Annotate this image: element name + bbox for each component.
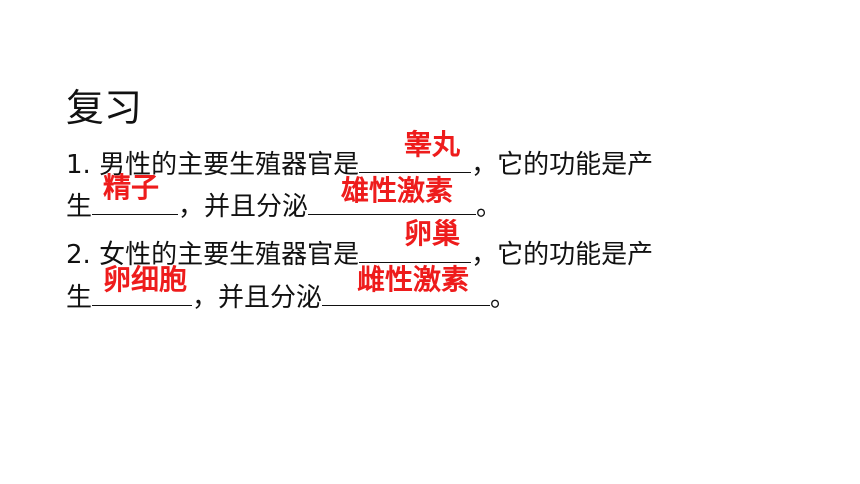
q2-answer-cell: 卵细胞 xyxy=(103,263,188,296)
q2-hormone-blank xyxy=(322,279,491,306)
q2-line1: 2. 女性的主要生殖器官是 ，它的功能是产 xyxy=(66,236,653,271)
q1-number: 1. xyxy=(66,150,91,180)
q1-text-part5: 。 xyxy=(476,192,503,222)
q2-text-part2: ，它的功能是产 xyxy=(471,240,654,270)
q1-text-part3: 生 xyxy=(66,192,93,222)
q2-text-part5: 。 xyxy=(490,283,517,313)
q2-number: 2. xyxy=(66,240,91,270)
q1-text-part4: ，并且分泌 xyxy=(178,192,309,222)
q1-answer-cell: 精子 xyxy=(103,171,160,204)
q2-text-part1: 女性的主要生殖器官是 xyxy=(99,240,360,270)
q2-organ-blank xyxy=(359,236,472,263)
q1-answer-organ: 睾丸 xyxy=(404,128,461,161)
q1-line2: 生 ，并且分泌 。 xyxy=(66,188,502,223)
q2-answer-organ: 卵巢 xyxy=(404,217,461,250)
q2-text-part4: ，并且分泌 xyxy=(192,283,323,313)
q2-line2: 生 ，并且分泌 。 xyxy=(66,279,516,314)
q1-line1: 1. 男性的主要生殖器官是 ，它的功能是产 xyxy=(66,146,653,181)
q1-cell-blank xyxy=(92,188,179,215)
q1-hormone-blank xyxy=(308,188,477,215)
q1-text-part2: ，它的功能是产 xyxy=(471,150,654,180)
q1-answer-hormone: 雄性激素 xyxy=(341,174,454,207)
q2-text-part3: 生 xyxy=(66,283,93,313)
review-heading: 复习 xyxy=(66,86,143,130)
q2-cell-blank xyxy=(92,279,193,306)
q1-organ-blank xyxy=(359,146,472,173)
q2-answer-hormone: 雌性激素 xyxy=(357,263,470,296)
q1-text-part1: 男性的主要生殖器官是 xyxy=(99,150,360,180)
